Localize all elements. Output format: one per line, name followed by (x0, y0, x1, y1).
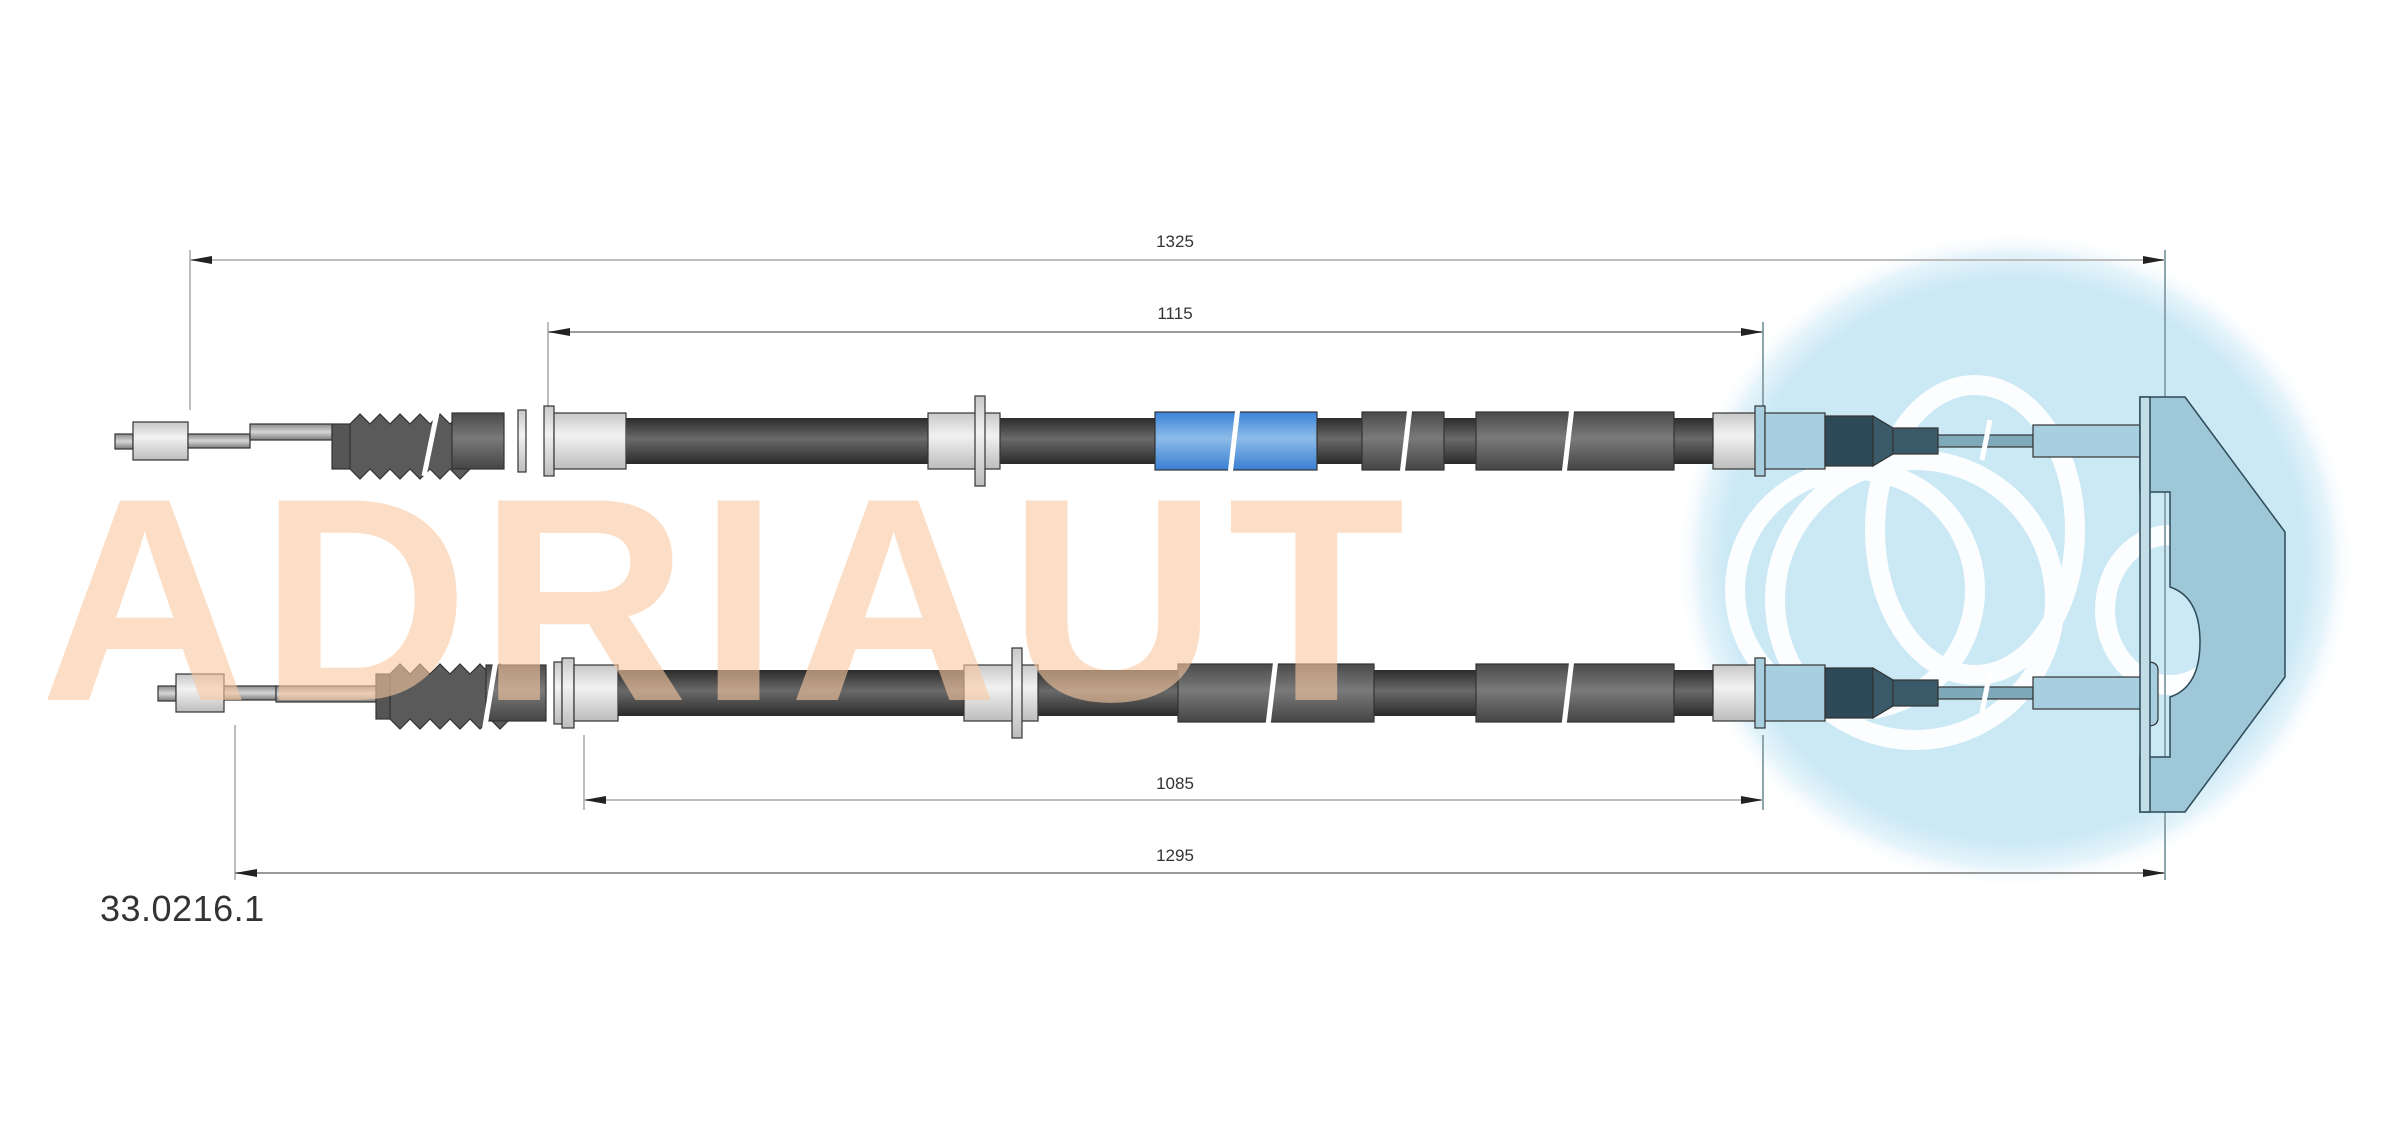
upper-cable (114, 395, 2159, 487)
watermark: ADRIAUT (40, 438, 1415, 762)
dimension-lower-sheath: 1085 (1156, 774, 1194, 793)
dimension-lines (189, 250, 2166, 880)
equaliser-bracket (2139, 396, 2286, 813)
dimension-lower-overall: 1295 (1156, 846, 1194, 865)
dimension-upper-overall: 1325 (1156, 232, 1194, 251)
dimension-upper-sheath: 1115 (1157, 304, 1193, 323)
svg-text:ADRIAUT: ADRIAUT (40, 438, 1415, 762)
break-marks (421, 389, 1993, 743)
part-number: 33.0216.1 (100, 888, 265, 929)
